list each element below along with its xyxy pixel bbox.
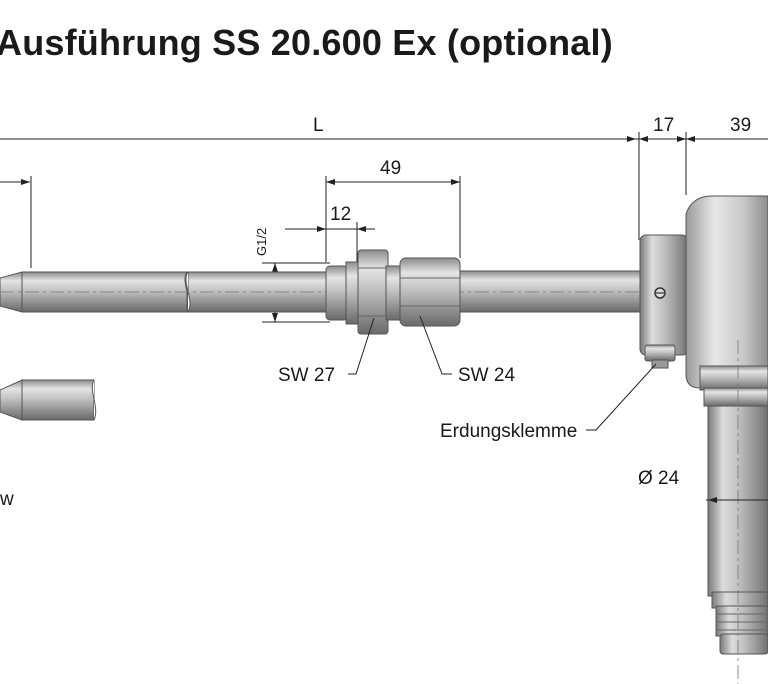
callout-ground-clamp: Erdungsklemme — [440, 363, 657, 442]
dim-label-39: 39 — [730, 115, 751, 136]
dimension-12: 12 — [285, 204, 375, 262]
dimension-left-fragment — [0, 176, 32, 268]
probe-tube — [0, 270, 768, 313]
dim-label-L: L — [313, 115, 324, 136]
dimension-17: 17 — [626, 115, 700, 195]
dimension-L: L — [0, 115, 640, 240]
connection-housing — [639, 195, 768, 684]
dim-label-diameter: Ø 24 — [638, 468, 680, 489]
dimension-49: 49 — [325, 158, 461, 262]
dimension-diameter: Ø 24 — [638, 468, 768, 503]
callout-sw27: SW 27 — [278, 317, 375, 386]
dim-label-thread: G1/2 — [254, 228, 269, 256]
dim-label-17: 17 — [653, 115, 674, 136]
ground-clamp — [644, 344, 676, 362]
page-title: Ausführung SS 20.600 Ex (optional) — [0, 22, 613, 63]
probe-tip-variant — [0, 379, 97, 421]
dim-label-49: 49 — [380, 158, 401, 179]
label-sw24: SW 24 — [458, 365, 515, 386]
callout-sw24: SW 24 — [419, 315, 515, 386]
compression-fitting — [325, 249, 461, 335]
dimension-39: 39 — [686, 115, 768, 142]
dim-label-12: 12 — [330, 204, 351, 225]
label-ground-clamp: Erdungsklemme — [440, 421, 577, 442]
label-fragment-w: w — [0, 489, 14, 510]
label-sw27: SW 27 — [278, 365, 335, 386]
